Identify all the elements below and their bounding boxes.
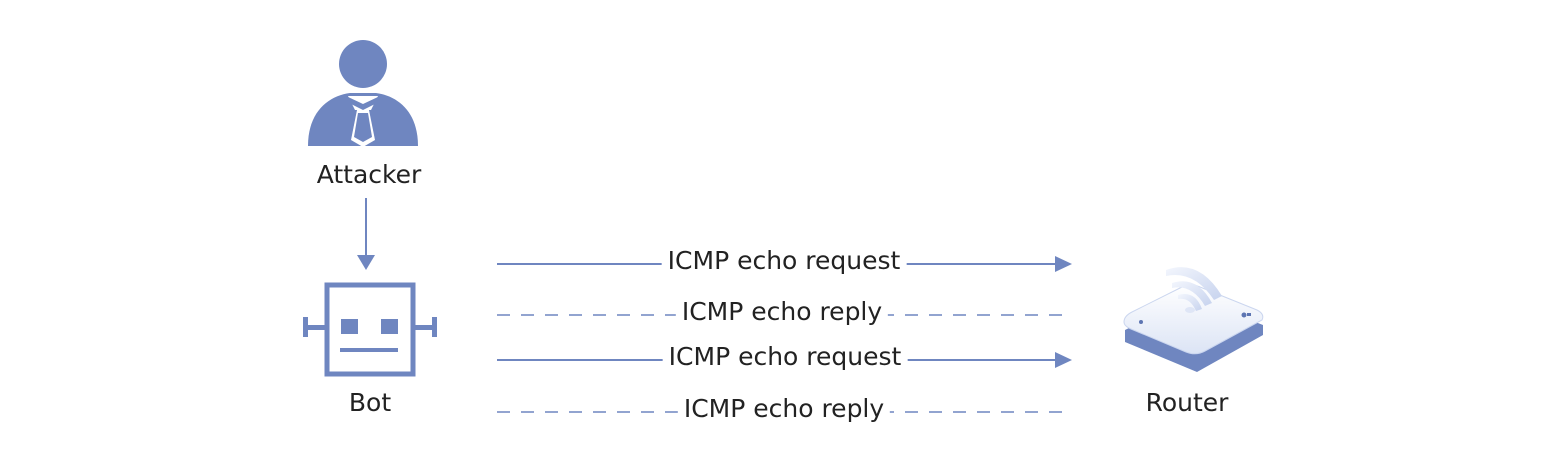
attacker-to-bot-arrow [357,198,375,270]
user-icon [308,40,418,147]
message-label-1: ICMP echo request [661,246,907,275]
attacker-label: Attacker [316,160,422,189]
message-label-4: ICMP echo reply [677,394,891,423]
bot-label: Bot [348,388,392,417]
robot-icon [303,282,437,377]
wireless-router-icon [1123,267,1264,372]
message-label-2: ICMP echo reply [675,297,889,326]
message-label-3: ICMP echo request [662,342,908,371]
router-label: Router [1145,388,1229,417]
